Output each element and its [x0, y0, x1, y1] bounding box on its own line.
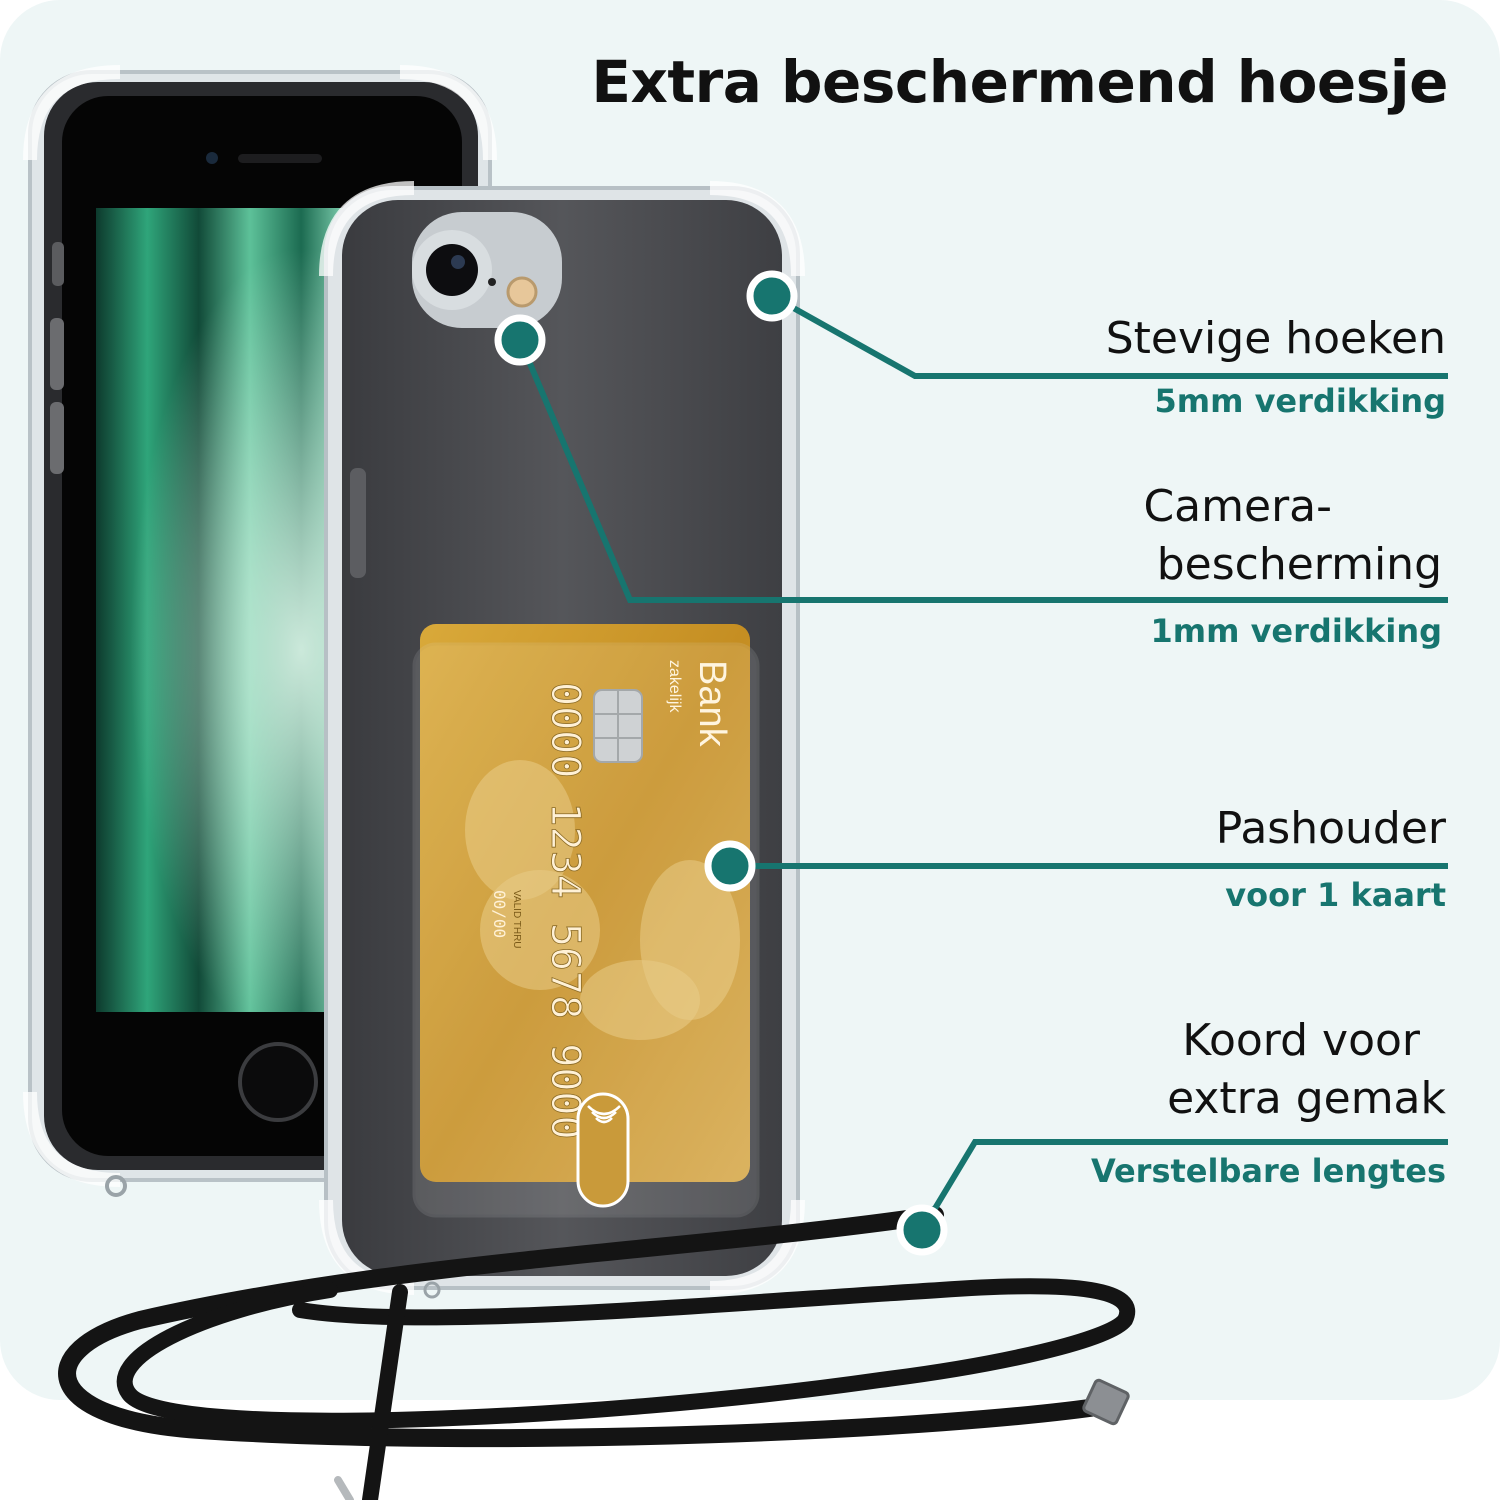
callout-dot-corners	[746, 270, 798, 322]
card-number: 0000 1234 5678 9000	[542, 682, 588, 1140]
contactless-icon	[587, 1105, 621, 1124]
card-world-map	[465, 760, 740, 1040]
thumb-hole	[576, 1092, 630, 1208]
bank-card	[420, 624, 750, 1182]
card-valid-date: 00/00	[490, 890, 509, 938]
card-holder-pocket: Bank zakelijk 0000 1234 5678 9000 VALID …	[412, 624, 760, 1218]
page-title: Extra beschermend hoesje	[591, 48, 1448, 116]
callout-lines	[517, 293, 1448, 1232]
card-bank-name: Bank	[691, 660, 733, 748]
feature-cord-line-2: extra gemak	[1167, 1073, 1446, 1124]
cord-clip	[1082, 1378, 1130, 1426]
feature-camera-line-1: Camera-	[1143, 481, 1332, 532]
callout-dot-cardholder	[704, 840, 756, 892]
feature-camera-line-2: bescherming	[1156, 539, 1442, 590]
card-bank-type: zakelijk	[666, 660, 683, 713]
feature-cord-line-1: Koord voor	[1182, 1015, 1420, 1066]
back-phone: Bank zakelijk 0000 1234 5678 9000 VALID …	[319, 181, 805, 1299]
feature-camera-label: Camera- bescherming	[1143, 478, 1442, 594]
callout-dots	[494, 270, 948, 1256]
card-valid-label: VALID THRU	[511, 890, 522, 949]
lanyard-cord	[58, 1206, 1136, 1500]
callout-dot-cord	[896, 1204, 948, 1256]
callout-dot-camera	[494, 314, 546, 366]
feature-corners-label: Stevige hoeken	[1105, 313, 1446, 364]
feature-camera-sub: 1mm verdikking	[1150, 612, 1442, 650]
feature-cardholder-label: Pashouder	[1215, 803, 1446, 854]
feature-corners-sub: 5mm verdikking	[1154, 382, 1446, 420]
flash	[506, 276, 538, 308]
feature-cardholder-sub: voor 1 kaart	[1225, 876, 1446, 914]
feature-cord-label: Koord voor extra gemak	[1167, 1012, 1446, 1128]
home-button	[238, 1042, 318, 1122]
feature-cord-sub: Verstelbare lengtes	[1090, 1152, 1446, 1190]
